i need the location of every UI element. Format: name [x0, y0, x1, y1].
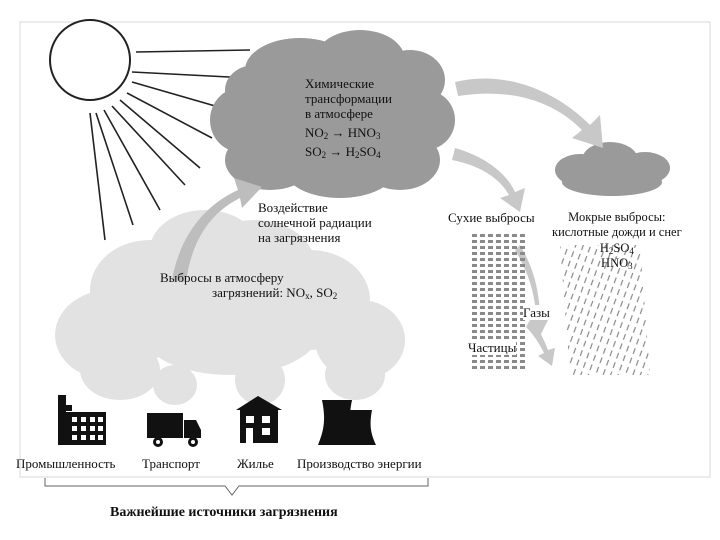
sources-caption: Важнейшие источники загрязнения — [110, 505, 338, 520]
cloud-label: Химические трансформации в атмосфере NO2… — [305, 76, 393, 160]
wet-formula-hno3: HNO3 — [601, 256, 633, 271]
wet-deposition-label: Мокрые выбросы: кислотные дожди и снег H… — [552, 210, 682, 271]
arrow-emissions-to-cloud — [172, 178, 262, 282]
power-plant-icon — [318, 400, 376, 445]
frame-border — [19, 21, 711, 478]
smoke-plume — [55, 210, 405, 405]
particles-label: Частицы — [468, 340, 517, 355]
chemistry-cloud — [210, 30, 455, 198]
source-energy: Производство энергии — [297, 456, 422, 471]
emissions-label: Выбросы в атмосферу загрязнений: NOx, SO… — [160, 270, 338, 301]
cloud-line-3: в атмосфере — [305, 106, 373, 121]
reaction-no2: NO2 → HNO3 — [305, 125, 381, 141]
sun-icon — [49, 19, 131, 101]
gases-label: Газы — [523, 305, 550, 320]
arrow-cloud-to-wet — [455, 78, 603, 148]
truck-icon — [147, 413, 201, 447]
wet-formula-h2so4: H2SO4 — [599, 241, 634, 256]
source-industry: Промышленность — [16, 456, 116, 471]
wet-deposition-column — [560, 245, 650, 375]
dry-deposition-title: Сухие выбросы — [448, 210, 535, 225]
house-icon — [236, 396, 282, 443]
arrow-particles — [526, 320, 555, 366]
reaction-so2: SO2 → H2SO4 — [305, 144, 381, 160]
sources-bracket — [44, 478, 429, 496]
solar-impact-label: Воздействие солнечной радиации на загряз… — [258, 200, 372, 245]
factory-icon — [58, 395, 106, 445]
source-housing: Жилье — [237, 456, 274, 471]
arrow-cloud-to-dry — [452, 148, 525, 212]
source-transport: Транспорт — [142, 456, 200, 471]
cloud-line-2: трансформации — [305, 91, 393, 106]
rain-cloud — [555, 142, 670, 196]
cloud-line-1: Химические — [305, 76, 374, 91]
